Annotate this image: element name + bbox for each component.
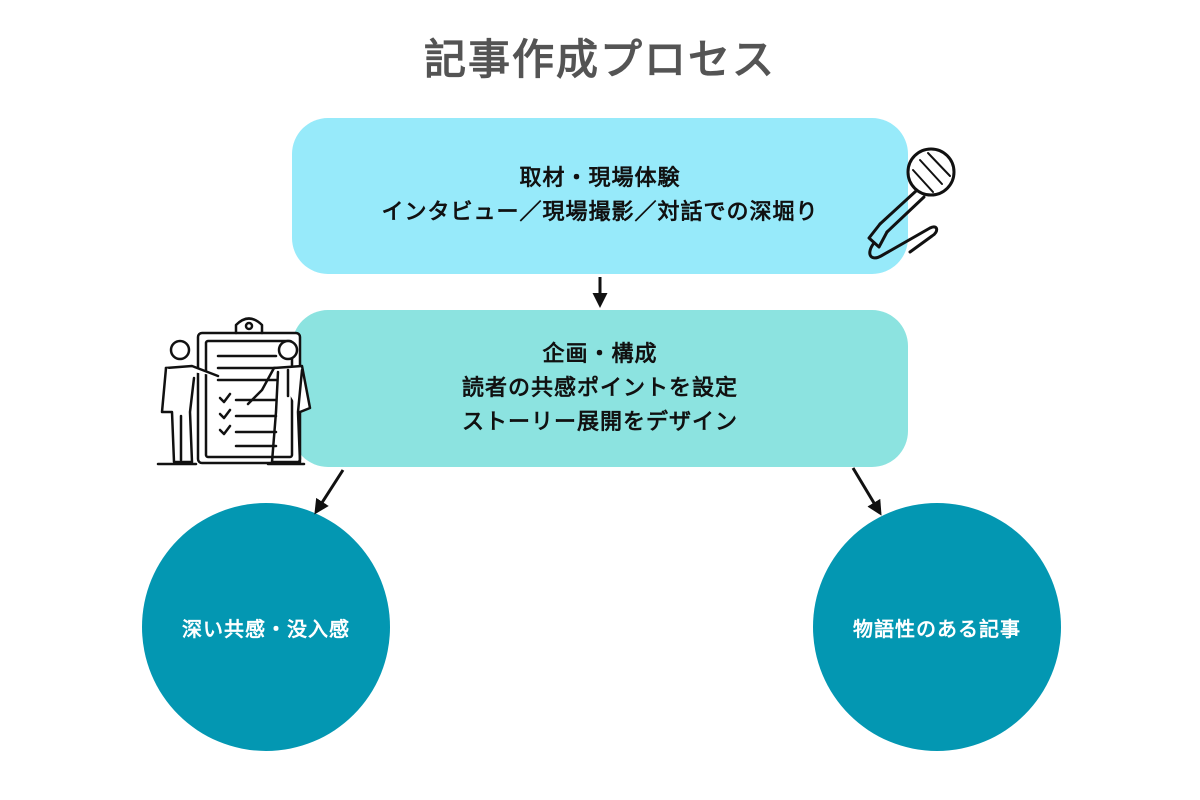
step-planning-heading: 企画・構成: [542, 341, 658, 367]
arrow-step2-to-outcome-right: [851, 467, 882, 516]
outcome-empathy-label: 深い共感・没入感: [182, 616, 350, 641]
step-planning-detail-2: ストーリー展開をデザイン: [461, 409, 738, 435]
arrow-step2-to-outcome-left: [314, 469, 345, 515]
planning-clipboard-people-icon: [156, 317, 312, 466]
page-title: 記事作成プロセス: [423, 35, 776, 84]
step-planning-detail-1: 読者の共感ポイントを設定: [461, 375, 738, 401]
microphone-icon: [867, 147, 956, 260]
outcome-story-label: 物語性のある記事: [853, 616, 1021, 641]
outcome-empathy-circle: 深い共感・没入感: [142, 503, 390, 751]
step-interview-detail: インタビュー／現場撮影／対話での深堀り: [381, 200, 819, 225]
step-planning-box: 企画・構成 読者の共感ポイントを設定 ストーリー展開をデザイン: [292, 310, 908, 467]
step-interview-box: 取材・現場体験 インタビュー／現場撮影／対話での深堀り: [292, 118, 908, 274]
outcome-story-circle: 物語性のある記事: [813, 503, 1061, 751]
step-interview-heading: 取材・現場体験: [519, 166, 681, 191]
